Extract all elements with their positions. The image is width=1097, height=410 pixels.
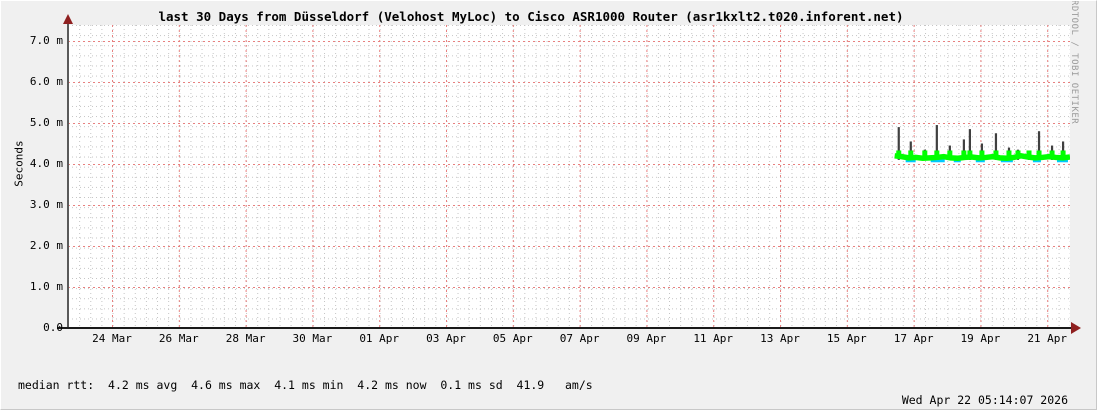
rrdtool-watermark: RRDTOOL / TOBI OETIKER: [1069, 0, 1079, 125]
median-spike-cap: [961, 150, 967, 156]
packet-loss-marker: [930, 159, 945, 163]
graph-title: last 30 Days from Düsseldorf (Velohost M…: [158, 9, 904, 24]
median-spike-cap: [947, 150, 953, 156]
packet-loss-marker: [905, 159, 916, 163]
x-tick-label: 15 Apr: [826, 332, 867, 345]
rtt-spike-bar: [897, 127, 900, 160]
median-spike-cap: [922, 150, 928, 156]
x-tick-label: 19 Apr: [960, 332, 1001, 345]
grid-lines: [68, 25, 1070, 328]
rtt-spike-bar: [935, 125, 938, 160]
median-rtt-line: [894, 152, 1070, 162]
packet-loss-marker: [1032, 159, 1041, 163]
median-spike-cap: [1026, 150, 1032, 156]
x-axis-line: [57, 327, 1076, 329]
median-spike-cap: [908, 150, 914, 156]
x-tick-label: 01 Apr: [359, 332, 400, 345]
y-tick-label: 7.0 m: [29, 34, 63, 47]
x-axis-tick-labels: 24 Mar 26 Mar 28 Mar 30 Mar 01 Apr 03 Apr 05 A…: [1, 332, 1096, 348]
plot-area: [68, 25, 1070, 328]
median-spike-cap: [1015, 150, 1021, 156]
y-tick-label: 6.0 m: [29, 75, 63, 88]
rtt-spike-bar: [1037, 131, 1041, 160]
x-tick-label: 09 Apr: [626, 332, 667, 345]
x-tick-label: 24 Mar: [92, 332, 132, 345]
x-tick-label: 26 Mar: [158, 332, 199, 345]
y-tick-label: 5.0 m: [29, 116, 63, 129]
stats-legend: median rtt: 4.2 ms avg 4.6 ms max 4.1 ms…: [18, 349, 1088, 409]
x-tick-label: 28 Mar: [225, 332, 266, 345]
median-rtt-label: median rtt:: [18, 378, 95, 393]
y-axis-title: Seconds: [12, 140, 26, 187]
rtt-spike-bar: [994, 133, 998, 160]
rtt-spike-bar: [962, 139, 965, 160]
y-tick-label: 0.0: [43, 321, 63, 334]
median-spike-cap: [934, 150, 940, 156]
x-tick-label: 21 Apr: [1027, 332, 1068, 345]
y-tick-label: 3.0 m: [29, 198, 63, 211]
packet-loss-marker: [1056, 159, 1068, 163]
y-axis-arrow-icon: [63, 14, 73, 24]
rtt-spike-bar: [968, 129, 971, 160]
median-rtt-row: median rtt: 4.2 ms avg 4.6 ms max 4.1 ms…: [18, 378, 1088, 393]
y-axis-tick-labels: 0.0 1.0 m 2.0 m 3.0 m 4.0 m 5.0 m 6.0 m 7.0 m: [1, 1, 63, 409]
median-spike-cap: [979, 150, 985, 156]
x-axis-arrow-icon: [1071, 322, 1081, 334]
x-tick-label: 07 Apr: [559, 332, 600, 345]
y-tick-label: 4.0 m: [29, 157, 63, 170]
y-axis-line: [67, 23, 69, 329]
median-spike-cap: [993, 150, 999, 156]
x-tick-label: 30 Mar: [292, 332, 333, 345]
x-tick-label: 13 Apr: [760, 332, 800, 345]
y-tick-label: 2.0 m: [29, 239, 63, 252]
median-spike-cap: [1049, 150, 1055, 156]
median-spike-cap: [1006, 150, 1012, 156]
x-tick-label: 05 Apr: [492, 332, 533, 345]
median-spike-cap: [967, 150, 973, 156]
median-rtt-spacer: [94, 378, 108, 392]
packet-loss-marker: [975, 159, 985, 163]
x-tick-label: 11 Apr: [693, 332, 734, 345]
y-tick-label: 1.0 m: [29, 280, 63, 293]
median-spike-cap: [896, 150, 902, 156]
footer-timestamp: Wed Apr 22 05:14:07 2026: [901, 393, 1068, 407]
median-rtt-values: 4.2 ms avg 4.6 ms max 4.1 ms min 4.2 ms …: [108, 378, 593, 393]
median-spike-cap: [1060, 150, 1066, 156]
x-tick-label: 17 Apr: [893, 332, 934, 345]
x-tick-label: 03 Apr: [426, 332, 466, 345]
median-spike-cap: [1036, 150, 1042, 156]
